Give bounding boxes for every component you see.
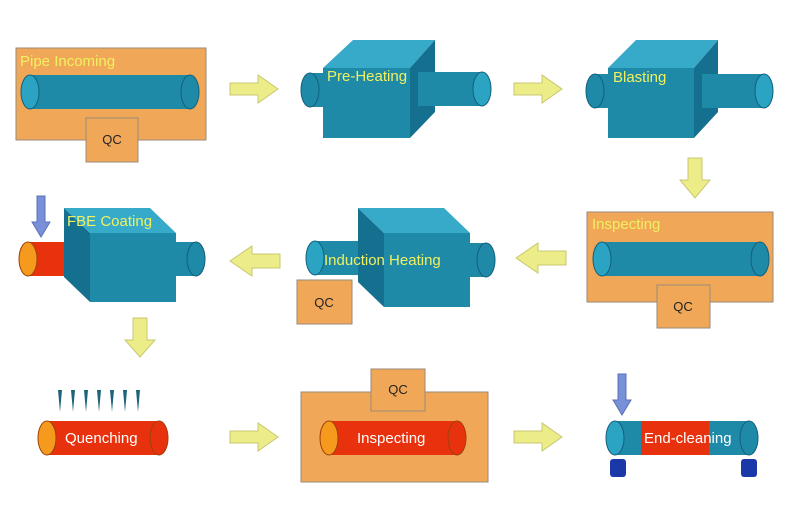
box-top: [358, 208, 470, 233]
box-front: [90, 233, 176, 302]
flow-arrow-left: [515, 242, 567, 274]
box-side: [64, 208, 90, 302]
cleaning-down-arrow: [612, 373, 632, 416]
step-induction-heating: QC Induction Heating: [296, 208, 496, 325]
step-fbe-coating: FBE Coating: [18, 195, 206, 302]
pipe-end: [472, 71, 492, 107]
step-blasting: Blasting: [585, 40, 774, 138]
qc-box: [85, 117, 139, 163]
step-label: Inspecting: [357, 430, 425, 447]
flow-arrow-down: [678, 157, 712, 199]
hot-pipe-end: [18, 241, 38, 277]
pipe-end: [300, 72, 320, 108]
hot-pipe-end: [319, 420, 339, 456]
hot-pipe-body: [641, 421, 709, 455]
pipe-end: [305, 240, 325, 276]
qc-label: QC: [102, 132, 122, 147]
pipe-end: [180, 74, 200, 110]
hot-pipe-body: [47, 421, 159, 455]
qc-box: [656, 284, 711, 329]
water-spray-nozzles: [58, 390, 140, 412]
pipe-body: [702, 74, 764, 108]
box-top: [64, 208, 176, 233]
pipe-end: [186, 241, 206, 277]
box-side: [358, 208, 384, 307]
hot-pipe-end: [149, 420, 169, 456]
qc-label: QC: [673, 299, 693, 314]
roller-left: [610, 459, 626, 477]
step-quenching: Quenching: [37, 390, 169, 456]
qc-box: [370, 368, 426, 412]
pipe-end: [750, 241, 770, 277]
pipe-end: [739, 420, 759, 456]
qc-box: [296, 279, 353, 325]
hot-pipe-end: [447, 420, 467, 456]
box-front: [608, 68, 694, 138]
qc-label: QC: [388, 382, 408, 397]
step-inspecting-1: QC Inspecting: [586, 211, 774, 329]
step-pipe-incoming: QC Pipe Incoming: [15, 47, 207, 163]
flow-arrow-down: [123, 317, 157, 358]
flow-arrow-right: [229, 74, 279, 104]
spray-down-arrow: [31, 195, 51, 238]
step-inspecting-2: QC Inspecting: [300, 368, 489, 483]
flow-arrow-left: [229, 245, 281, 277]
pipe-end: [592, 241, 612, 277]
step-label: Quenching: [65, 430, 138, 447]
pipe-end: [476, 242, 496, 278]
box-front: [323, 68, 410, 138]
pipe-body: [30, 75, 190, 109]
roller-right: [741, 459, 757, 477]
flow-arrow-right: [513, 422, 563, 452]
step-label: Inspecting: [592, 216, 660, 233]
pipe-body: [418, 72, 482, 106]
pipe-end: [585, 73, 605, 109]
step-label: Induction Heating: [324, 252, 441, 269]
box-top: [608, 40, 718, 68]
step-label: Blasting: [613, 69, 666, 86]
step-label: End-cleaning: [644, 430, 732, 447]
step-label: FBE Coating: [67, 213, 152, 230]
step-label: Pipe Incoming: [20, 53, 115, 70]
pipe-body: [602, 242, 760, 276]
box-front: [384, 233, 470, 307]
box-top: [323, 40, 435, 68]
flow-arrow-right: [513, 74, 563, 104]
step-end-cleaning: End-cleaning: [605, 373, 759, 477]
qc-label: QC: [314, 295, 334, 310]
step-pre-heating: Pre-Heating: [300, 40, 492, 138]
hot-pipe-body: [329, 421, 457, 455]
step-label: Pre-Heating: [327, 68, 407, 85]
hot-pipe-end: [37, 420, 57, 456]
flow-arrow-right: [229, 422, 279, 452]
pipe-end: [605, 420, 625, 456]
pipe-end: [754, 73, 774, 109]
pipe-end: [20, 74, 40, 110]
